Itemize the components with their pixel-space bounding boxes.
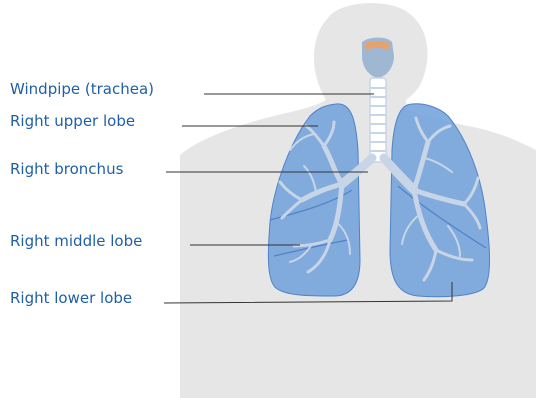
label-right-lower-lobe: Right lower lobe — [10, 289, 132, 307]
label-right-upper-lobe: Right upper lobe — [10, 112, 135, 130]
label-right-bronchus: Right bronchus — [10, 160, 123, 178]
label-windpipe-trachea: Windpipe (trachea) — [10, 80, 154, 98]
label-right-middle-lobe: Right middle lobe — [10, 232, 142, 250]
trachea — [370, 78, 386, 162]
